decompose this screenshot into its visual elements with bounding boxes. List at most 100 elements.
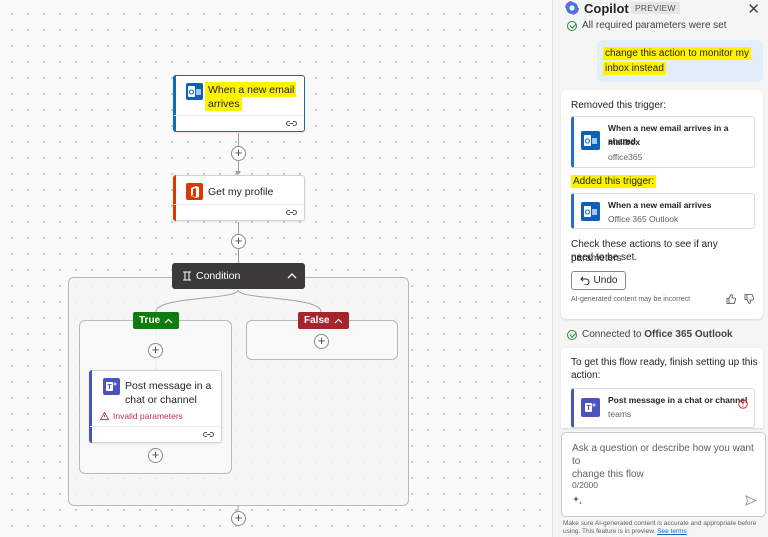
flow-ready-line1: To get this flow ready, finish setting u…: [571, 357, 758, 368]
connected-service: Office 365 Outlook: [644, 329, 733, 340]
add-step-button[interactable]: +: [231, 511, 246, 526]
add-step-button[interactable]: +: [231, 234, 246, 249]
card-footer: [174, 204, 304, 220]
copilot-response-card: Removed this trigger: O When a new email…: [561, 90, 763, 319]
undo-label: Undo: [593, 275, 618, 286]
connection-link-icon: [286, 210, 297, 215]
false-branch-label[interactable]: False: [298, 312, 349, 329]
condition-title: Condition: [196, 270, 241, 282]
card-footer: [174, 115, 304, 131]
copilot-pane: Copilot PREVIEW ✕ All required parameter…: [552, 0, 768, 537]
get-my-profile-card[interactable]: Get my profile: [173, 175, 305, 221]
false-label-text: False: [304, 315, 330, 326]
add-step-button[interactable]: +: [231, 146, 246, 161]
office-icon: [186, 183, 203, 200]
svg-text:T: T: [586, 405, 591, 412]
outlook-icon: O: [581, 131, 600, 150]
placeholder-line2: change this flow: [572, 469, 644, 480]
action-card-title: Post message in a chat or channel: [608, 395, 748, 405]
setup-card: To get this flow ready, finish setting u…: [561, 348, 763, 428]
added-trigger-title: When a new email arrives: [608, 200, 712, 210]
action-card-post-message[interactable]: T Post message in a chat or channel team…: [571, 388, 755, 428]
warning-icon: [100, 412, 109, 420]
input-placeholder: Ask a question or describe how you want …: [572, 442, 762, 481]
chevron-up-icon: [334, 318, 343, 323]
profile-title: Get my profile: [208, 186, 274, 198]
outlook-icon: O: [186, 83, 203, 100]
see-terms-link[interactable]: See terms: [657, 528, 687, 535]
user-message-line1: change this action to monitor my: [603, 47, 751, 60]
add-step-button[interactable]: +: [148, 448, 163, 463]
status-text: All required parameters were set: [582, 20, 727, 31]
added-label-text: Added this trigger:: [571, 175, 657, 188]
check-circle-icon: [567, 329, 577, 340]
removed-trigger-card[interactable]: O When a new email arrives in a shared m…: [571, 116, 755, 168]
trigger-title-line1: When a new email: [205, 82, 297, 97]
preview-badge: PREVIEW: [631, 2, 680, 14]
flow-ready-line2: action:: [571, 370, 601, 381]
chevron-up-icon: [164, 318, 173, 323]
send-icon[interactable]: [745, 495, 757, 506]
post-title-line2: chat or channel: [125, 394, 197, 406]
true-branch-label[interactable]: True: [133, 312, 180, 329]
trigger-title-line2: arrives: [205, 96, 242, 111]
card-accent-bar: [173, 175, 176, 221]
add-step-button[interactable]: +: [314, 334, 329, 349]
thumbs-down-icon[interactable]: [744, 294, 754, 304]
placeholder-line1: Ask a question or describe how you want …: [572, 443, 754, 467]
ai-disclaimer: AI-generated content may be incorrect: [571, 296, 691, 303]
undo-icon: [579, 276, 589, 285]
svg-text:O: O: [585, 210, 591, 217]
sparkle-prompts-icon[interactable]: [572, 495, 583, 506]
removed-label: Removed this trigger:: [571, 100, 667, 111]
connection-link-icon: [203, 432, 214, 437]
added-trigger-subtitle: Office 365 Outlook: [608, 214, 679, 224]
invalid-params: Invalid parameters: [100, 411, 183, 421]
card-accent-bar: [89, 370, 92, 443]
check-circle-icon: [567, 20, 577, 31]
post-message-card[interactable]: T Post message in a chat or channel Inva…: [89, 370, 222, 443]
undo-button[interactable]: Undo: [571, 271, 626, 290]
flow-canvas[interactable]: O When a new email arrives + Get my prof…: [0, 0, 552, 537]
copilot-logo-icon: [565, 1, 579, 15]
trigger-card-new-email[interactable]: O When a new email arrives: [173, 75, 305, 132]
action-card-subtitle: teams: [608, 409, 632, 419]
connected-status: Connected to Office 365 Outlook: [567, 329, 733, 340]
check-text-line1: Check these actions to see if any parame…: [571, 239, 718, 264]
added-label: Added this trigger:: [571, 175, 657, 189]
removed-trigger-subtitle: office365: [608, 152, 643, 162]
error-text: Invalid parameters: [113, 411, 183, 421]
chevron-up-icon[interactable]: [287, 272, 297, 279]
copilot-header: Copilot PREVIEW ✕: [553, 0, 768, 20]
removed-trigger-title-line1: When a new email arrives in a shared: [608, 123, 729, 146]
error-info-icon: [738, 399, 748, 409]
outlook-icon: O: [581, 202, 600, 221]
user-message: change this action to monitor my inbox i…: [597, 40, 763, 82]
svg-text:O: O: [585, 139, 591, 146]
connection-link-icon: [286, 121, 297, 126]
user-message-line2: inbox instead: [603, 62, 666, 75]
chat-input[interactable]: Ask a question or describe how you want …: [561, 432, 766, 517]
close-icon[interactable]: ✕: [747, 1, 760, 18]
connected-prefix: Connected to: [582, 329, 645, 340]
check-text-line2: need to be set.: [571, 252, 638, 263]
char-counter: 0/2000: [572, 480, 598, 490]
svg-text:O: O: [189, 90, 195, 97]
removed-trigger-title-line2: mailbox: [608, 137, 641, 147]
copilot-title: Copilot: [584, 1, 629, 16]
footer-text: Make sure AI-generated content is accura…: [563, 520, 757, 535]
true-label-text: True: [139, 315, 161, 326]
add-step-button[interactable]: +: [148, 343, 163, 358]
teams-icon: T: [103, 378, 120, 395]
footer-note: Make sure AI-generated content is accura…: [563, 520, 768, 536]
card-accent-bar: [173, 75, 176, 132]
status-params-set: All required parameters were set: [567, 20, 727, 31]
teams-icon: T: [581, 398, 600, 417]
svg-text:T: T: [107, 384, 112, 391]
added-trigger-card[interactable]: O When a new email arrives Office 365 Ou…: [571, 193, 755, 229]
condition-header[interactable]: Condition: [172, 263, 305, 289]
thumbs-up-icon[interactable]: [726, 294, 736, 304]
post-title-line1: Post message in a: [125, 380, 212, 392]
card-footer: [90, 426, 221, 442]
condition-icon: [183, 271, 191, 281]
